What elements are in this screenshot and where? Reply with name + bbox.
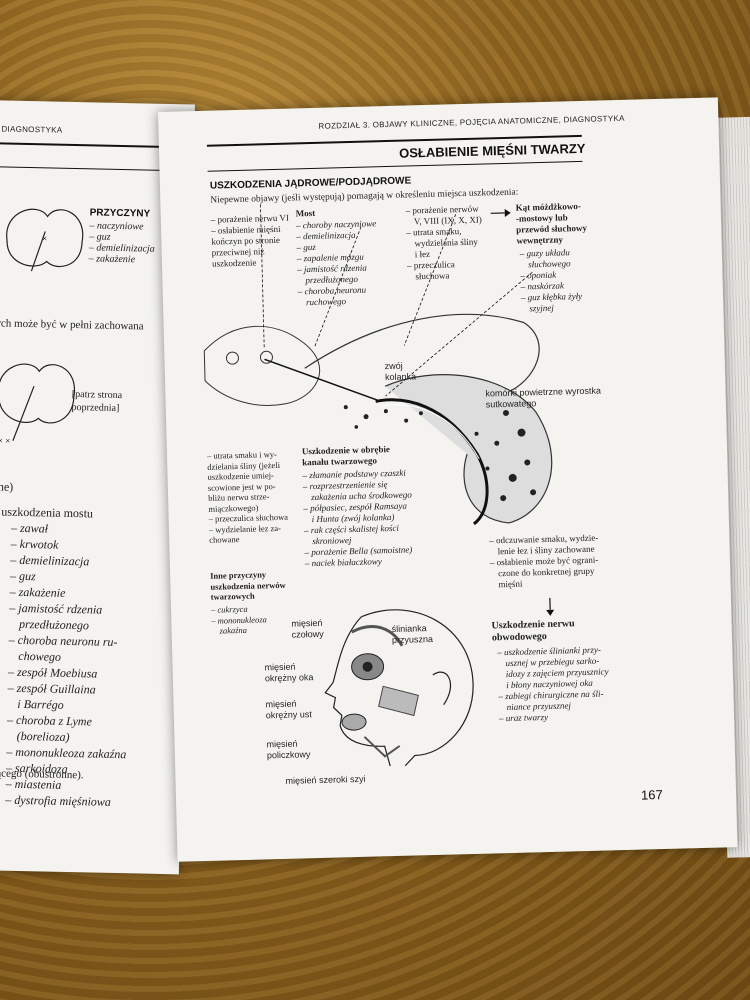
left-page: DIAGNOSTYKA × PRZYCZYNY – naczyniowe – g…: [0, 100, 195, 875]
przyczyny-list: – naczyniowe – guz – demielinizacja – za…: [89, 220, 156, 265]
left-small-list: – utrata smaku i wy- dzielania śliny (je…: [207, 449, 289, 546]
label-czolowy: mięsień czołowy: [291, 617, 324, 640]
list-item: – naciek białaczkowy: [304, 556, 382, 569]
list-item: wewnętrzny: [516, 234, 564, 246]
page-title: OSŁABIENIE MIĘŚNI TWARZY: [398, 140, 586, 161]
left-header: DIAGNOSTYKA: [1, 124, 63, 135]
inne-title: Inne przyczyny uszkodzenia nerwów twarzo…: [210, 569, 286, 602]
right-mid-list: – odczuwanie smaku, wydzie- lenie łez i …: [489, 533, 599, 591]
note-line: rch może być w pełni zachowana: [0, 317, 144, 333]
ear-anatomy-illustration: [203, 204, 553, 526]
list-item: chowane: [209, 534, 240, 545]
obwodowe-title: Uszkodzenie nerwu obwodowego: [491, 618, 575, 644]
list-item: obwodowego: [491, 631, 548, 644]
title-rule: [207, 160, 583, 172]
page-number: 167: [640, 787, 663, 803]
list-item: zakaźna: [219, 624, 248, 636]
kanal-title: Uszkodzenie w obrębie kanału twarzowego: [302, 444, 391, 468]
right-header: ROZDZIAŁ 3. OBJAWY KLINICZNE, POJĘCIA AN…: [318, 113, 625, 131]
label-policzkowy: mięsień policzkowy: [266, 738, 311, 761]
list-item: – uraz twarzy: [498, 712, 549, 724]
label-zwoj-kolanka: zwój kolanka: [384, 360, 417, 383]
list-item: mięśni: [498, 578, 523, 590]
patrz-note: [patrz strona poprzednia]: [71, 388, 123, 414]
przyczyny-title: PRZYCZYNY: [89, 207, 151, 220]
label-szyi: mięsień szeroki szyi: [285, 773, 366, 786]
most-list: – choroby naczyniowe – demielinizacja – …: [296, 218, 378, 308]
label-okrezny-oka: mięsień okrężny oka: [264, 661, 314, 684]
label-komorki: komórki powietrzne wyrostka sutkowatego: [485, 385, 602, 410]
svg-text:× ×: × ×: [0, 435, 10, 445]
list-item: słuchowa: [415, 270, 450, 282]
list-item: kanału twarzowego: [302, 455, 378, 468]
list-item: – dystrofia mięśniowa: [5, 792, 112, 809]
col1-list: – porażenie nerwu VI – osłabienie mięśni…: [211, 213, 290, 270]
brain-diagram-2: × ×: [0, 363, 76, 446]
list-item: twarzowych: [210, 590, 255, 602]
arrow-right-icon: [490, 208, 511, 217]
inne-list: – cukrzyca – mononukleoza zakaźna: [211, 603, 267, 636]
label-okrezny-ust: mięsień okrężny ust: [265, 698, 312, 721]
zone-text: one): [0, 479, 14, 494]
label-slinianka: ślinianka przyuszna: [391, 623, 434, 646]
list-item: – mononukleoza: [211, 613, 267, 626]
left-footer-line: dzącego (obustronne).: [0, 767, 84, 782]
arrow-down-icon: [546, 597, 555, 616]
svg-text:×: ×: [42, 233, 47, 243]
kat-title: Kąt móżdżkowo- -mostowy lub przewód słuc…: [515, 201, 587, 247]
list-item: Uszkodzenie nerwu: [491, 618, 575, 632]
brain-diagram-1: ×: [6, 208, 84, 272]
right-page: ROZDZIAŁ 3. OBJAWY KLINICZNE, POJĘCIA AN…: [158, 97, 738, 862]
list-item: uszkodzenie: [211, 257, 257, 269]
list-head: uszkodzenia mostu: [1, 504, 94, 521]
left-rule-2: [0, 166, 169, 171]
list-item: – wydzielanie łez za-: [208, 522, 282, 535]
kanal-list: – złamanie podstawy czaszki – rozprzestr…: [302, 467, 413, 569]
face-muscles-illustration: [324, 609, 474, 767]
obwodowe-list: – uszkodzenie ślinianki przy- usznej w p…: [497, 644, 610, 724]
most-title: Most: [295, 207, 316, 219]
list-item: – zakażenie: [88, 253, 136, 266]
